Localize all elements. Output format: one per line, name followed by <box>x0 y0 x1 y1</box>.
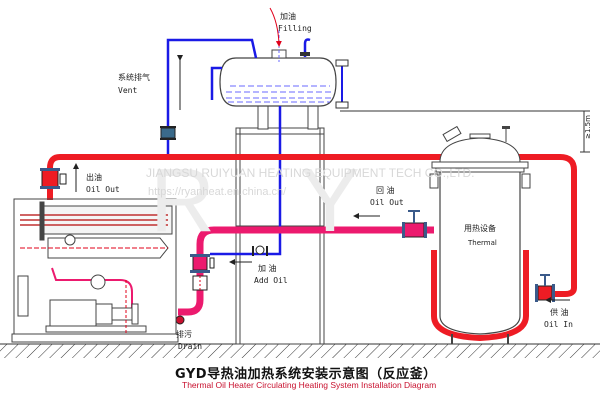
oil-out-label-cn: 出油 <box>86 173 102 182</box>
vent-label-cn: 系统排气 <box>118 73 150 82</box>
return-label-en: Oil Out <box>370 198 404 207</box>
filling-label-cn: 加油 <box>280 12 296 21</box>
supply-label-cn: 供 油 <box>550 308 569 317</box>
expansion-tank <box>219 7 349 130</box>
reaction-vessel <box>429 125 531 344</box>
thermal-oil-heater <box>11 198 179 343</box>
oil-out-label-en: Oil Out <box>86 185 120 194</box>
diagram-title-en: Thermal Oil Heater Circulating Heating S… <box>182 380 437 390</box>
vent-valve <box>160 126 176 140</box>
drain-label-cn: 排污 <box>176 330 192 339</box>
oil-out-valve <box>40 168 67 189</box>
watermark-url: https://ryanheat.en.china.cn/ <box>148 186 287 198</box>
diagram-title-cn: GYD导热油加热系统安装示意图（反应釜） <box>175 367 437 382</box>
supply-valve <box>535 274 555 302</box>
hot-oil-pipe <box>47 154 577 297</box>
thermal-label-en: Thermal <box>468 239 497 247</box>
watermark-letter-r: R <box>150 151 215 251</box>
vent-label-en: Vent <box>118 86 138 95</box>
drain-valve <box>175 315 185 325</box>
height-dimension <box>340 110 590 153</box>
add-oil-valve <box>252 245 268 256</box>
ground <box>0 343 600 358</box>
add-oil-label-en: Add Oil <box>254 276 288 285</box>
watermark-letter-y: Y <box>300 151 361 251</box>
add-oil-label-cn: 加 油 <box>258 264 277 273</box>
return-valve <box>402 210 427 238</box>
return-label-cn: 回 油 <box>376 186 395 195</box>
watermark-company: JIANGSU RUIYUAN HEATING EQUIPMENT TECH C… <box>146 166 475 180</box>
drain-label-en: Drain <box>178 342 203 351</box>
filling-label-en: Filling <box>278 24 312 33</box>
pump-inlet-valve <box>190 254 215 291</box>
thermal-label-cn: 用热设备 <box>464 224 496 233</box>
height-note: ≥1.5m <box>583 115 592 139</box>
supply-label-en: Oil In <box>544 320 573 329</box>
